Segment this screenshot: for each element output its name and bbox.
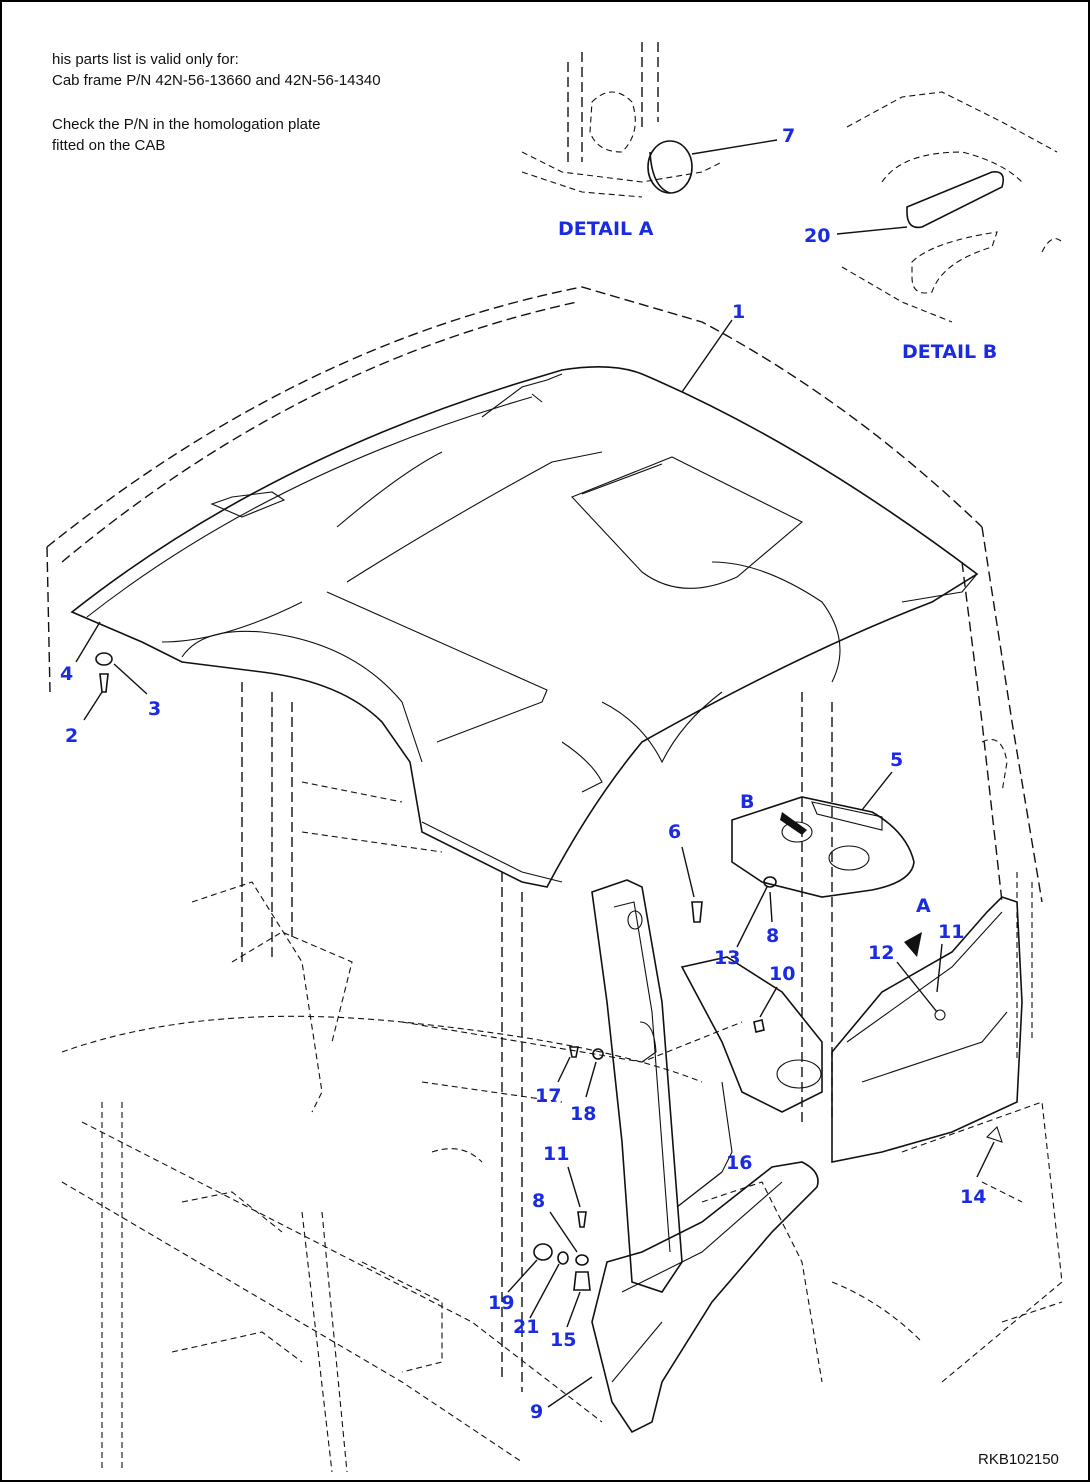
callout-labels: 1 2 3 4 5 6 7 8 8 9 10 11 11 12 13 14 15…: [60, 125, 986, 1423]
callout-8-upper: 8: [766, 925, 779, 947]
validity-notes: his parts list is valid only for: Cab fr…: [52, 51, 381, 154]
cab-frame-outline: [46, 286, 1063, 1473]
view-label-b: B: [740, 791, 754, 813]
roof-liner-part: [70, 319, 979, 888]
callout-8-lower: 8: [532, 1190, 545, 1212]
callout-15: 15: [550, 1329, 576, 1351]
callout-6: 6: [668, 821, 681, 843]
drawing-id: RKB102150: [978, 1451, 1059, 1468]
left-fasteners: [75, 621, 148, 721]
callout-19: 19: [488, 1292, 514, 1314]
door-trim-part: [831, 896, 1023, 1178]
note-line-2: Cab frame P/N 42N-56-13660 and 42N-56-14…: [52, 72, 381, 89]
view-label-a: A: [916, 895, 931, 917]
pillar-trim-part: [547, 879, 823, 1434]
console-panel-part: [731, 771, 915, 898]
callout-18: 18: [570, 1103, 596, 1125]
callout-12: 12: [868, 942, 894, 964]
callout-9: 9: [530, 1401, 543, 1423]
callout-13: 13: [714, 947, 740, 969]
callout-3: 3: [148, 698, 161, 720]
callout-2: 2: [65, 725, 78, 747]
center-fasteners: [507, 846, 778, 1328]
callout-16: 16: [726, 1152, 752, 1174]
callout-1: 1: [732, 301, 745, 323]
callout-10: 10: [769, 963, 795, 985]
detail-a-drawing: DETAIL A: [521, 42, 778, 240]
note-line-3: Check the P/N in the homologation plate: [52, 116, 321, 133]
callout-14: 14: [960, 1186, 986, 1208]
callout-21: 21: [513, 1316, 539, 1338]
note-line-1: his parts list is valid only for:: [52, 51, 239, 68]
callout-20: 20: [804, 225, 830, 247]
detail-b-label: DETAIL B: [902, 341, 997, 363]
detail-a-label: DETAIL A: [558, 218, 654, 240]
callout-5: 5: [890, 749, 903, 771]
callout-11-right: 11: [938, 921, 964, 943]
detail-b-drawing: DETAIL B: [836, 91, 1063, 363]
callout-11-center: 11: [543, 1143, 569, 1165]
callout-7: 7: [782, 125, 795, 147]
callout-17: 17: [535, 1085, 561, 1107]
callout-4: 4: [60, 663, 73, 685]
note-line-4: fitted on the CAB: [52, 137, 165, 154]
